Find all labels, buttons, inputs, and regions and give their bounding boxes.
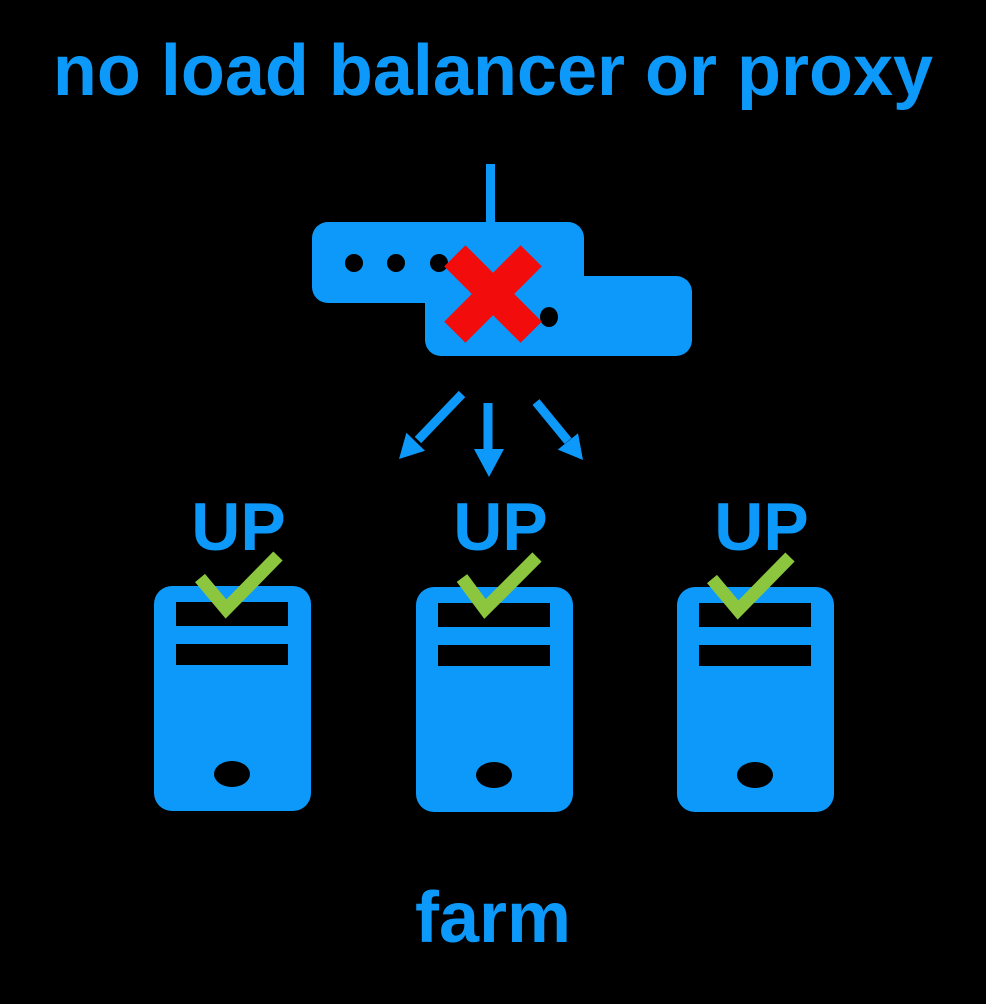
server-status-label: UP (191, 489, 286, 565)
green-check-icon (195, 551, 283, 619)
power-button (476, 762, 512, 788)
green-check-icon (707, 552, 795, 620)
arrow-right-icon (532, 399, 583, 460)
uplink-line (486, 164, 495, 226)
server-status-label: UP (453, 489, 548, 565)
server-tower-icon (677, 587, 834, 812)
server-slot (438, 645, 550, 666)
server-tower-icon (416, 587, 573, 812)
port-dot-icon (387, 254, 405, 272)
server-slot (176, 644, 288, 665)
port-dot-icon (540, 307, 558, 327)
server-slot (699, 603, 811, 627)
server-body (154, 586, 311, 811)
power-button (737, 762, 773, 788)
arrow-middle-icon (474, 403, 504, 477)
load-balancer-icon (312, 222, 692, 356)
port-dot-icon (345, 254, 363, 272)
server-slot (699, 645, 811, 666)
green-check-icon (456, 552, 542, 619)
arrow-left-icon (399, 390, 466, 459)
server-tower-icon (154, 586, 311, 811)
server-body (677, 587, 834, 812)
port-dot-icon (430, 254, 448, 272)
power-button (214, 761, 250, 787)
red-x-icon (444, 245, 542, 343)
server-body (416, 587, 573, 812)
farm-caption: farm (414, 878, 572, 958)
diagram-title: no load balancer or proxy (52, 31, 934, 111)
server-status-label: UP (714, 489, 809, 565)
